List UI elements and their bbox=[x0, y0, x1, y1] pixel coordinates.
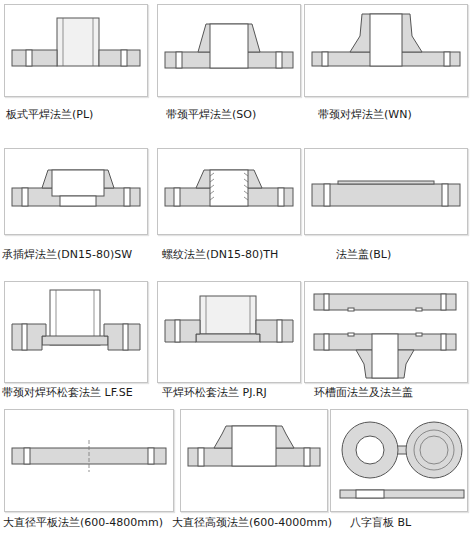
picture-frame bbox=[304, 4, 468, 97]
flange-caption: 八字盲板 BL bbox=[350, 516, 411, 530]
picture-frame bbox=[304, 281, 468, 383]
flange-caption: 平焊环松套法兰 PJ.RJ bbox=[162, 386, 267, 400]
flange-panel: 带颈平焊法兰(SO) bbox=[157, 4, 301, 123]
pl-flange-section bbox=[12, 18, 140, 66]
so-flange-section bbox=[165, 24, 293, 68]
th-flange-section bbox=[165, 170, 293, 206]
flange-panel: 大直径平板法兰(600-4800mm) bbox=[3, 409, 174, 531]
flange-caption: 带颈对焊环松套法兰 LF.SE bbox=[2, 386, 133, 400]
flange-panel: 承插焊法兰(DN15-80)SW bbox=[2, 148, 148, 263]
large-plate-flange-section bbox=[12, 440, 166, 472]
flange-caption: 承插焊法兰(DN15-80)SW bbox=[2, 248, 132, 262]
wn-flange-section bbox=[312, 14, 460, 66]
flange-caption: 螺纹法兰(DN15-80)TH bbox=[162, 248, 278, 262]
picture-frame bbox=[4, 409, 174, 512]
flange-caption: 大直径平板法兰(600-4800mm) bbox=[3, 516, 163, 530]
blind-flange-section bbox=[312, 181, 460, 206]
flange-panel: 环槽面法兰及法兰盖 bbox=[304, 281, 468, 401]
picture-frame bbox=[157, 281, 301, 383]
flange-panel: 带颈对焊环松套法兰 LF.SE bbox=[2, 281, 148, 401]
picture-frame bbox=[157, 4, 301, 97]
picture-frame bbox=[4, 148, 148, 235]
picture-frame bbox=[330, 409, 468, 512]
flange-panel: 板式平焊法兰(PL) bbox=[4, 4, 148, 123]
spectacle-blind bbox=[340, 422, 464, 498]
picture-frame bbox=[180, 409, 328, 512]
flange-caption: 带颈平焊法兰(SO) bbox=[166, 108, 256, 122]
lf-se-flange-section bbox=[12, 290, 140, 350]
flange-panel: 螺纹法兰(DN15-80)TH bbox=[157, 148, 301, 263]
flange-panel: 法兰盖(BL) bbox=[304, 148, 468, 263]
picture-frame bbox=[304, 148, 468, 235]
pj-rj-flange-section bbox=[165, 296, 293, 342]
flange-caption: 板式平焊法兰(PL) bbox=[6, 108, 93, 122]
flange-caption: 大直径高颈法兰(600-4000mm) bbox=[172, 516, 332, 530]
flange-panel: 带颈对焊法兰(WN) bbox=[304, 4, 468, 123]
flange-panel: 大直径高颈法兰(600-4000mm) bbox=[172, 409, 332, 531]
flange-caption: 带颈对焊法兰(WN) bbox=[318, 108, 412, 122]
ring-joint-flange-section bbox=[314, 294, 456, 378]
flange-caption: 法兰盖(BL) bbox=[336, 248, 391, 262]
picture-frame bbox=[157, 148, 301, 235]
flange-caption: 环槽面法兰及法兰盖 bbox=[314, 386, 413, 400]
picture-frame bbox=[4, 4, 148, 97]
sw-flange-section bbox=[12, 170, 140, 206]
large-weld-neck-flange-section bbox=[188, 426, 320, 466]
flange-panel: 平焊环松套法兰 PJ.RJ bbox=[157, 281, 301, 401]
flange-panel: 八字盲板 BL bbox=[330, 409, 468, 531]
picture-frame bbox=[4, 281, 148, 383]
